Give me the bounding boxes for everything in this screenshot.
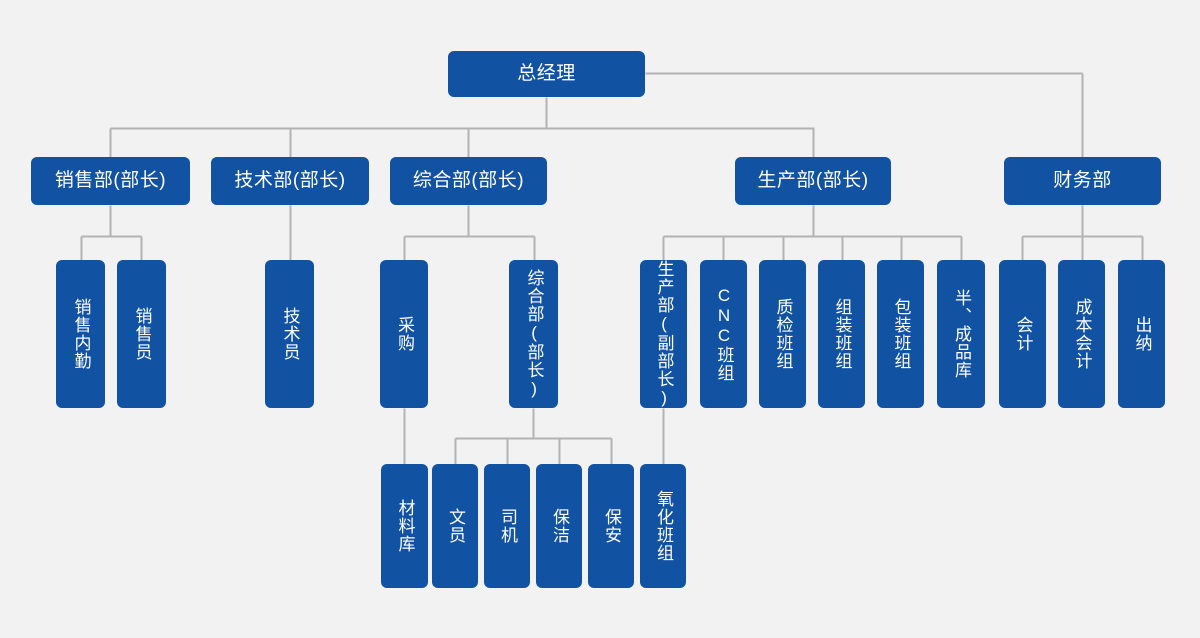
org-node-cashier[interactable]: 出纳 (1118, 260, 1165, 408)
org-node-label: 综合部(部长) (412, 169, 525, 191)
org-node-packing[interactable]: 包装班组 (877, 260, 924, 408)
org-node-qc[interactable]: 质检班组 (759, 260, 806, 408)
org-node-assembly[interactable]: 组装班组 (818, 260, 865, 408)
org-node-tech[interactable]: 技术部(部长) (211, 157, 369, 205)
org-node-cnc[interactable]: CNC班组 (700, 260, 747, 408)
org-node-label: 组装班组 (832, 298, 852, 370)
org-node-label: 保洁 (550, 508, 570, 544)
org-node-driver[interactable]: 司机 (484, 464, 530, 588)
org-node-semistore[interactable]: 半、成品库 (937, 260, 985, 408)
org-node-label: 质检班组 (773, 298, 793, 370)
org-node-purchase[interactable]: 采购 (380, 260, 428, 408)
org-node-label: 技术部(部长) (234, 169, 346, 191)
org-node-salesman[interactable]: 销售员 (117, 260, 166, 408)
org-node-acct[interactable]: 会计 (999, 260, 1046, 408)
org-node-label: 技术员 (280, 307, 300, 361)
org-node-label: 氧化班组 (654, 490, 674, 562)
org-node-label: 会计 (1013, 316, 1033, 352)
org-node-cleaner[interactable]: 保洁 (536, 464, 582, 588)
org-node-label: 生产部(部长) (757, 169, 869, 191)
org-node-label: 销售员 (132, 307, 152, 361)
org-node-label: 保安 (602, 508, 622, 544)
org-node-label: CNC班组 (714, 286, 734, 382)
org-node-label: 采购 (395, 316, 415, 352)
org-node-label: 文员 (446, 508, 466, 544)
org-node-salesoff[interactable]: 销售内勤 (56, 260, 105, 408)
org-node-material[interactable]: 材料库 (381, 464, 428, 588)
org-node-sales[interactable]: 销售部(部长) (31, 157, 190, 205)
org-node-label: 出纳 (1132, 316, 1152, 352)
org-node-finance[interactable]: 财务部 (1004, 157, 1161, 205)
org-node-gm[interactable]: 总经理 (448, 51, 645, 97)
org-node-general[interactable]: 综合部(部长) (390, 157, 547, 205)
org-node-label: 半、成品库 (952, 289, 972, 379)
org-node-label: 销售部(部长) (54, 169, 167, 191)
org-node-oxidation[interactable]: 氧化班组 (640, 464, 686, 588)
org-node-clerk[interactable]: 文员 (432, 464, 478, 588)
org-node-prodvice[interactable]: 生产部(副部长) (640, 260, 687, 408)
org-node-label: 销售内勤 (71, 298, 91, 370)
org-node-costacct[interactable]: 成本会计 (1058, 260, 1105, 408)
org-node-label: 成本会计 (1072, 298, 1092, 370)
org-node-genvice[interactable]: 综合部(部长) (509, 260, 558, 408)
org-node-prod[interactable]: 生产部(部长) (735, 157, 891, 205)
org-node-security[interactable]: 保安 (588, 464, 634, 588)
org-node-techman[interactable]: 技术员 (265, 260, 314, 408)
org-node-label: 司机 (498, 508, 518, 544)
org-node-label: 综合部(部长) (524, 269, 544, 399)
org-node-label: 生产部(副部长) (654, 260, 674, 408)
org-node-label: 财务部 (1053, 169, 1112, 191)
org-node-label: 总经理 (517, 62, 576, 84)
org-node-label: 材料库 (395, 499, 415, 553)
org-node-label: 包装班组 (891, 298, 911, 370)
